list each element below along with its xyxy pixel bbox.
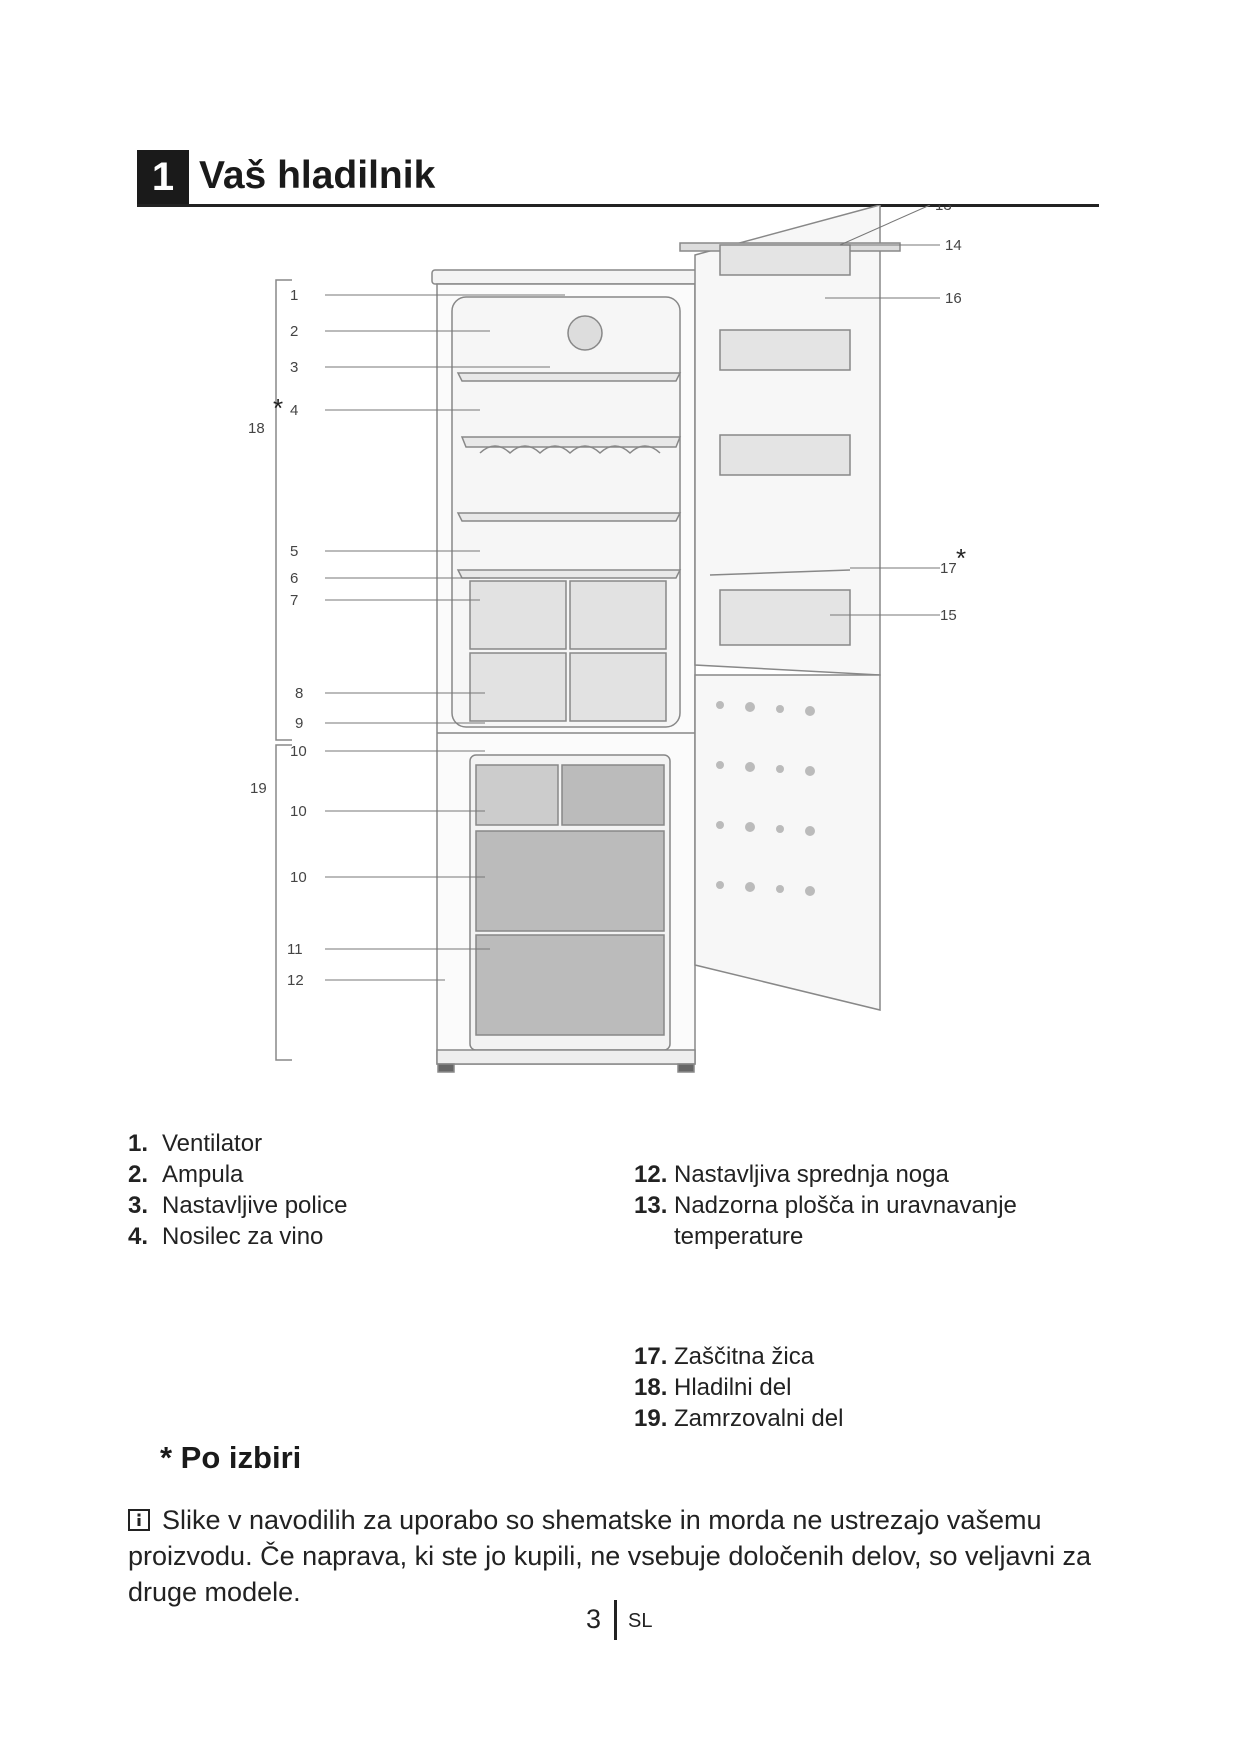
section-heading: 1 Vaš hladilnik [137,150,1099,207]
legend-num: 19. [634,1403,674,1434]
legend-item: 3.Nastavljive police [128,1190,347,1221]
plinth [437,1050,695,1064]
optional-mark: * [956,543,966,573]
door-shelf [720,330,850,370]
callout-17: 17 [940,560,957,577]
shelf [458,513,680,521]
callout-6: 6 [290,570,298,587]
callout-3: 3 [290,359,298,376]
callout-4: 4 [290,402,298,419]
legend-num: 12. [634,1159,674,1190]
crisper [470,581,566,649]
legend-item: 12.Nastavljiva sprednja noga [634,1159,1017,1190]
ice-tray [476,765,558,825]
legend-num: 4. [128,1221,162,1252]
legend-item: 17.Zaščitna žica [634,1341,843,1372]
cabinet-top [432,270,697,284]
freezer-door [695,675,880,1010]
callout-2: 2 [290,323,298,340]
callout-13: 13 [935,205,952,214]
legend-text: Zaščitna žica [674,1343,814,1370]
legend-text: Hladilni del [674,1374,791,1401]
legend-text: Nastavljiva sprednja noga [674,1161,949,1188]
page-number: 3 [586,1604,601,1635]
door-shelf [720,245,850,275]
callout-19: 19 [250,780,267,797]
legend-right-a: 12.Nastavljiva sprednja noga 13.Nadzorna… [634,1159,1017,1252]
legend-item: 18.Hladilni del [634,1372,843,1403]
legend-text: Ampula [162,1161,243,1188]
legend-right-b: 17.Zaščitna žica 18.Hladilni del 19.Zamr… [634,1341,843,1434]
legend-num: 2. [128,1159,162,1190]
fan [568,316,602,350]
shelf [458,373,680,381]
legend-num: 17. [634,1341,674,1372]
info-icon [128,1509,150,1531]
crisper [570,653,666,721]
callout-10a: 10 [290,743,307,760]
legend-num: 13. [634,1190,674,1221]
optional-note: * Po izbiri [160,1440,301,1476]
legend-num: 1. [128,1128,162,1159]
optional-mark: * [273,393,283,423]
legend-text: Ventilator [162,1130,262,1157]
legend-text: Nosilec za vino [162,1223,323,1250]
callout-10b: 10 [290,803,307,820]
callout-10c: 10 [290,869,307,886]
crisper [470,653,566,721]
legend-num: 18. [634,1372,674,1403]
callout-15: 15 [940,607,957,624]
legend-text: Zamrzovalni del [674,1405,843,1432]
bottle-shelf [720,590,850,645]
callout-5: 5 [290,543,298,560]
legend-text: Nastavljive police [162,1192,347,1219]
legend-text: Nadzorna plošča in uravnavanje [674,1192,1017,1219]
bracket-fridge [276,280,292,740]
callout-8: 8 [295,685,303,702]
callout-12: 12 [287,972,304,989]
callout-11: 11 [287,941,303,958]
section-title: Vaš hladilnik [199,154,435,198]
legend-item-continuation: temperature [634,1221,1017,1252]
callout-7: 7 [290,592,298,609]
legend-item: 2.Ampula [128,1159,347,1190]
legend-item: 1.Ventilator [128,1128,347,1159]
freezer-drawer [562,765,664,825]
legend-item: 4.Nosilec za vino [128,1221,347,1252]
language-code: SL [628,1610,652,1633]
freezer-drawer [476,935,664,1035]
front-foot [438,1064,454,1072]
info-note: Slike v navodilih za uporabo so shematsk… [128,1502,1108,1610]
info-note-text: Slike v navodilih za uporabo so shematsk… [128,1505,1091,1607]
callout-16: 16 [945,290,962,307]
footer-divider [614,1600,617,1640]
crisper-cover [458,570,680,578]
callout-9: 9 [295,715,303,732]
door-shelf [720,435,850,475]
callout-18: 18 [248,420,265,437]
freezer-drawer [476,831,664,931]
section-number: 1 [137,150,189,204]
legend-num: 3. [128,1190,162,1221]
callout-1: 1 [290,287,298,304]
bracket-freezer [276,745,292,1060]
callout-14: 14 [945,237,962,254]
legend-left: 1.Ventilator 2.Ampula 3.Nastavljive poli… [128,1128,347,1252]
legend-item: 13.Nadzorna plošča in uravnavanje [634,1190,1017,1221]
legend-item: 19.Zamrzovalni del [634,1403,843,1434]
crisper [570,581,666,649]
refrigerator-diagram: 1 2 3 * 4 5 6 7 8 9 10 10 10 11 12 13 14… [240,205,1120,1140]
